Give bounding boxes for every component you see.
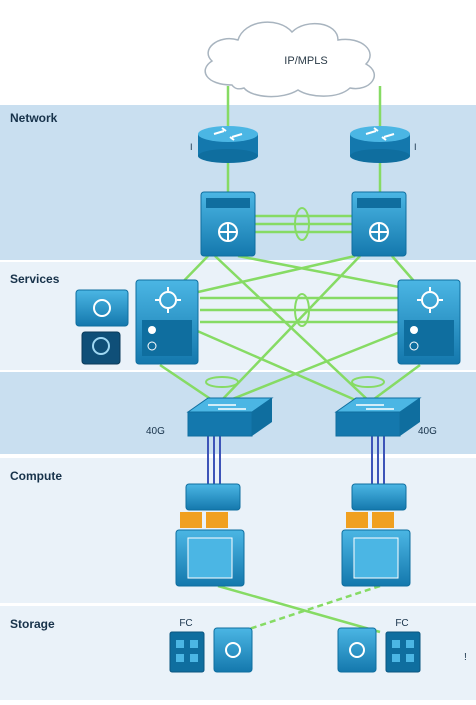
layer-label-services: Services (10, 272, 60, 286)
layer-label-compute: Compute (10, 469, 62, 483)
router-right: I (350, 126, 417, 163)
storage-array-left: FC (169, 618, 205, 673)
access-right-port-channel (351, 376, 385, 388)
switch-arrows-icon (356, 404, 394, 410)
switch-cross-icon (225, 642, 241, 658)
compute-stack-right (341, 483, 411, 587)
virtual-appliance-left (81, 331, 121, 365)
core-switch-right (351, 191, 407, 257)
access-switch-left: 40G (146, 397, 274, 437)
link-svc-left-access-right (194, 328, 361, 404)
link-core-left-access-right (214, 255, 371, 403)
core-port-channel (294, 207, 310, 241)
svc-port-channel (294, 293, 310, 327)
compute-stack-left (175, 483, 245, 587)
router-left: I (190, 126, 258, 163)
storage-label-left: FC (179, 618, 192, 629)
storage-array-right: FC (385, 618, 421, 673)
appliance-icon (93, 299, 111, 317)
services-chassis-left (135, 279, 199, 365)
service-appliance-left (75, 289, 129, 327)
core-switch-left (200, 191, 256, 257)
layer-label-storage: Storage (10, 617, 55, 631)
virtual-service-icon (92, 337, 110, 355)
uplink-label-right: 40G (418, 426, 437, 437)
storage-switch-left (213, 627, 253, 673)
storage-label-right: FC (395, 618, 408, 629)
ip-mpls-cloud: IP/MPLS (204, 21, 375, 98)
link-compute-left-storage-right (217, 584, 381, 634)
router-right-tick: I (414, 142, 417, 152)
uplink-label-left: 40G (146, 426, 165, 437)
router-arrows-icon (365, 127, 395, 141)
router-arrows-icon (213, 127, 243, 141)
access-switch-right: 40G (334, 397, 437, 437)
storage-switch-right (337, 627, 377, 673)
switch-arrows-icon (208, 404, 246, 410)
blue-links (207, 436, 385, 484)
layer-label-network: Network (10, 111, 58, 125)
link-svc-right-access-left (224, 328, 406, 404)
link-core-left-svc-right (237, 254, 426, 294)
access-left-port-channel (205, 376, 239, 388)
port-channel-markers (205, 207, 385, 388)
cloud-label: IP/MPLS (284, 55, 327, 67)
edge-tick: ! (464, 652, 467, 663)
link-core-right-access-left (219, 255, 361, 403)
link-svc-right-access-right (369, 363, 421, 404)
link-svc-left-access-left (159, 363, 216, 404)
sun-icon (159, 291, 177, 309)
sun-icon (421, 291, 439, 309)
switch-cross-icon (349, 642, 365, 658)
router-left-tick: I (190, 142, 193, 152)
services-chassis-right (397, 279, 461, 365)
link-compute-right-storage-left (239, 584, 381, 634)
link-core-right-svc-left (184, 254, 356, 297)
